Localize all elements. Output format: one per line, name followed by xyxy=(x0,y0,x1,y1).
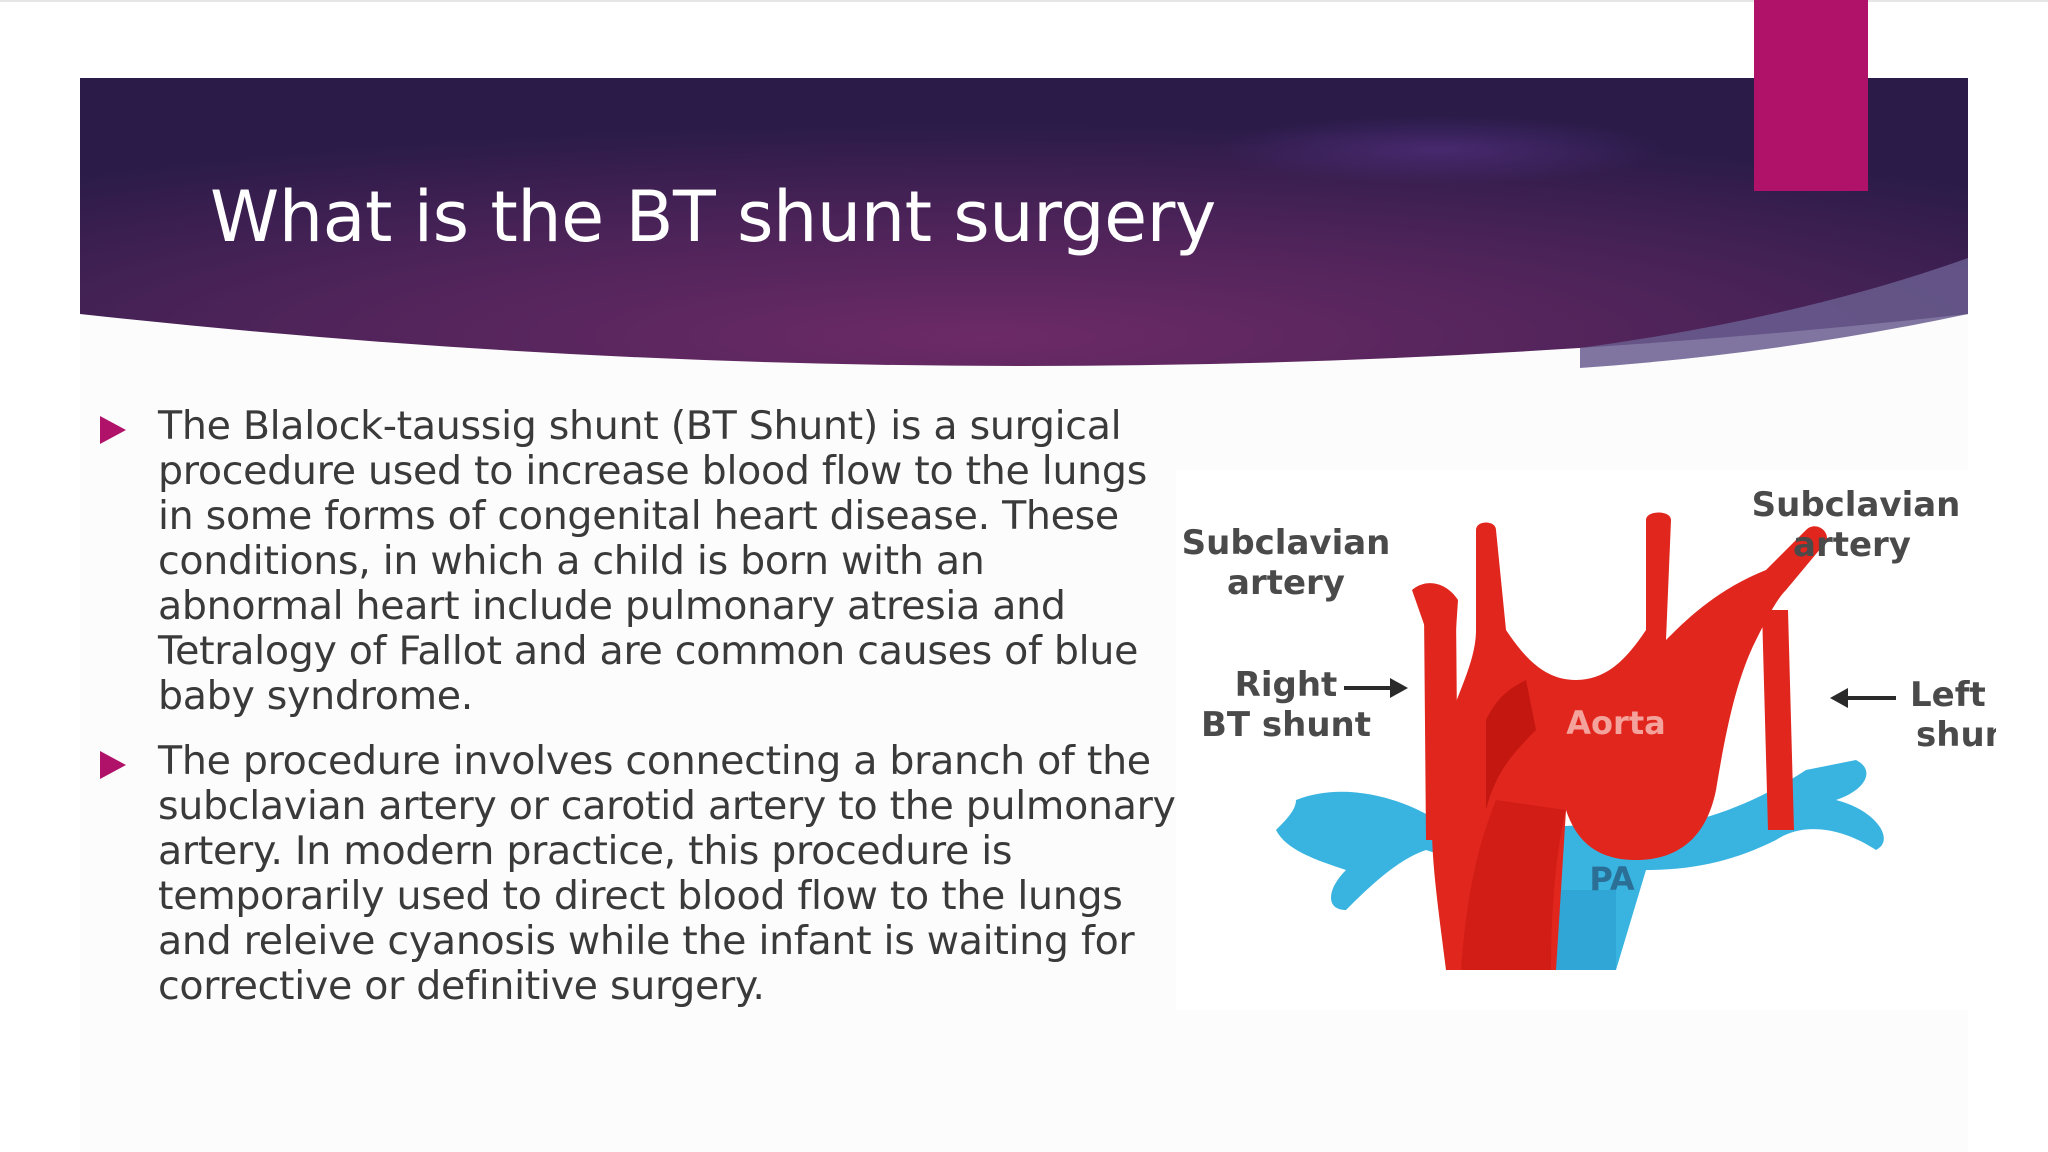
slide-title: What is the BT shunt surgery xyxy=(210,176,1216,258)
label-artery-right: artery xyxy=(1793,525,1911,565)
label-left-bt-2: shunt xyxy=(1916,715,1996,755)
bullet-text: The Blalock-taussig shunt (BT Shunt) is … xyxy=(158,403,1147,719)
label-left-bt-1: Left BT xyxy=(1910,675,1996,715)
label-subclavian-right: Subclavian xyxy=(1752,485,1961,525)
label-pa: PA xyxy=(1589,860,1635,898)
title-banner xyxy=(80,78,1968,368)
bullet-item: The procedure involves connecting a bran… xyxy=(100,739,1180,1009)
aorta-shape xyxy=(1431,512,1827,970)
right-bt-shunt-shape xyxy=(1412,583,1458,840)
top-divider xyxy=(0,0,2048,2)
bullet-item: The Blalock-taussig shunt (BT Shunt) is … xyxy=(100,404,1180,719)
bullet-text: The procedure involves connecting a bran… xyxy=(158,738,1176,1009)
triangle-bullet-icon xyxy=(100,416,126,444)
label-subclavian-left: Subclavian xyxy=(1182,523,1391,563)
left-bt-shunt-shape xyxy=(1762,610,1794,830)
label-aorta: Aorta xyxy=(1566,704,1665,742)
right-bt-arrow xyxy=(1344,678,1408,698)
triangle-bullet-icon xyxy=(100,751,126,779)
label-right-bt-1: Right xyxy=(1235,665,1338,705)
label-artery-left: artery xyxy=(1227,563,1345,603)
accent-tab xyxy=(1754,0,1868,191)
left-bt-arrow xyxy=(1830,688,1896,708)
pulmonary-artery-shape xyxy=(1276,760,1884,970)
label-right-bt-2: BT shunt xyxy=(1201,705,1371,745)
bt-shunt-diagram: Subclavian artery Subclavian artery Righ… xyxy=(1176,470,1996,1010)
bullet-list: The Blalock-taussig shunt (BT Shunt) is … xyxy=(100,404,1180,1029)
